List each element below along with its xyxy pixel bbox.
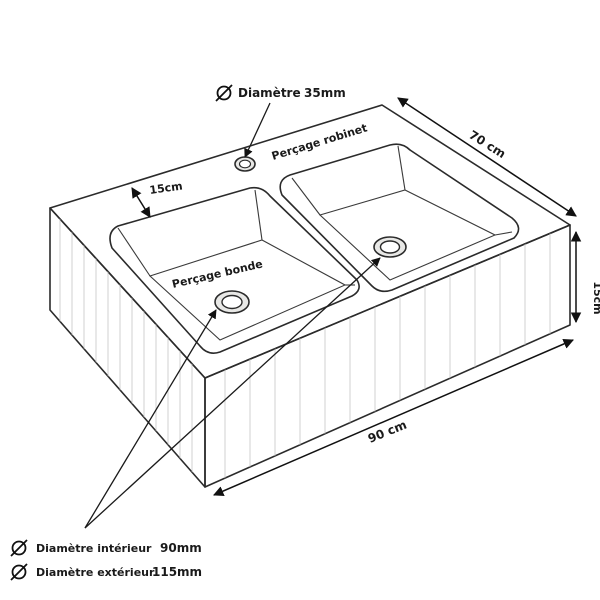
diameter-icon [10, 563, 28, 581]
depth-dimension [397, 97, 577, 217]
rim-width-label: 15cm [149, 179, 184, 197]
tap-diameter-label: Diamètre 35mm [215, 84, 346, 102]
inner-diameter-leader-left [84, 309, 217, 529]
right-drain-hole-inner [379, 240, 401, 254]
inner-diameter-value: 90mm [160, 541, 202, 555]
outer-diameter-value: 115mm [152, 565, 202, 579]
height-label: 15cm [591, 281, 600, 314]
sink-left-face [49, 207, 206, 488]
tap-hole-inner [238, 159, 252, 169]
tap-leader-line [244, 102, 271, 158]
diameter-icon [215, 84, 233, 102]
sink-body [49, 104, 571, 488]
left-drain-hole-inner [221, 294, 243, 310]
tap-diameter-value: 35mm [304, 86, 346, 100]
left-basin-floor [148, 239, 347, 341]
width-label: 90 cm [366, 418, 409, 446]
tap-diameter-title: Diamètre [238, 86, 301, 100]
inner-diameter-title: Diamètre intérieur [36, 542, 152, 555]
front-face-hatching [224, 230, 551, 487]
depth-label: 70 cm [466, 128, 508, 161]
left-basin [109, 186, 360, 354]
left-basin-rim [109, 186, 360, 354]
outer-diameter-label: Diamètre extérieur 115mm [10, 563, 202, 581]
width-dimension [213, 338, 574, 497]
outer-diameter-title: Diamètre extérieur [36, 566, 155, 579]
tap-hole-label: Perçage robinet [270, 121, 369, 162]
inner-diameter-label: Diamètre intérieur 90mm [10, 539, 202, 557]
left-face-hatching [59, 208, 193, 480]
rim-width-dimension [131, 187, 151, 218]
diameter-icon [10, 539, 28, 557]
right-basin-floor [318, 189, 497, 281]
sink-front-face [204, 224, 571, 488]
drain-hole-label: Perçage bonde [171, 257, 264, 291]
